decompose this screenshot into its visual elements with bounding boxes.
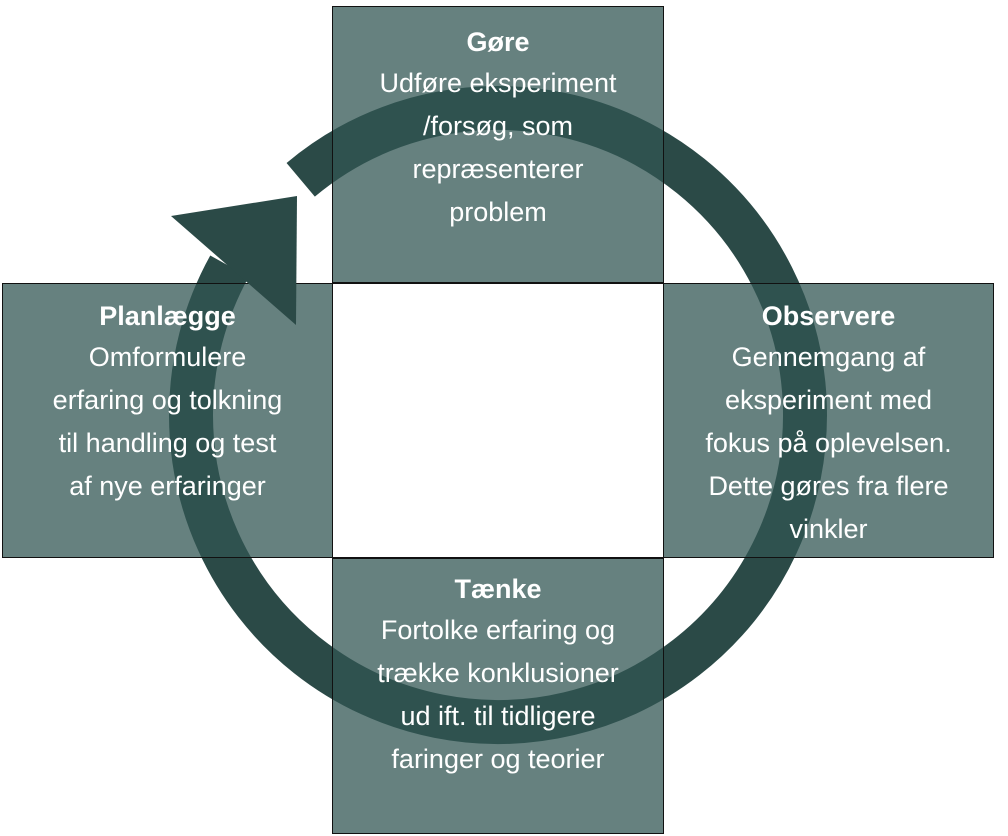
box-taenke: Tænke Fortolke erfaring og trække konklu… [332, 558, 664, 834]
box-taenke-title: Tænke [454, 574, 542, 604]
box-planlaegge-title: Planlægge [99, 301, 236, 331]
box-planlaegge: Planlægge Omformulere erfaring og tolkni… [2, 283, 333, 558]
box-center [332, 283, 664, 558]
box-observere-text: Gennemgang af eksperiment med fokus på o… [705, 342, 952, 544]
box-planlaegge-text: Omformulere erfaring og tolkning til han… [52, 342, 283, 501]
box-observere-title: Observere [761, 301, 896, 331]
box-gore-text: Udføre eksperiment /forsøg, som repræsen… [379, 68, 617, 227]
box-gore-title: Gøre [466, 27, 530, 57]
box-gore: Gøre Udføre eksperiment /forsøg, som rep… [332, 6, 664, 283]
box-observere: Observere Gennemgang af eksperiment med … [663, 283, 994, 558]
box-taenke-text: Fortolke erfaring og trække konklusioner… [377, 615, 619, 774]
